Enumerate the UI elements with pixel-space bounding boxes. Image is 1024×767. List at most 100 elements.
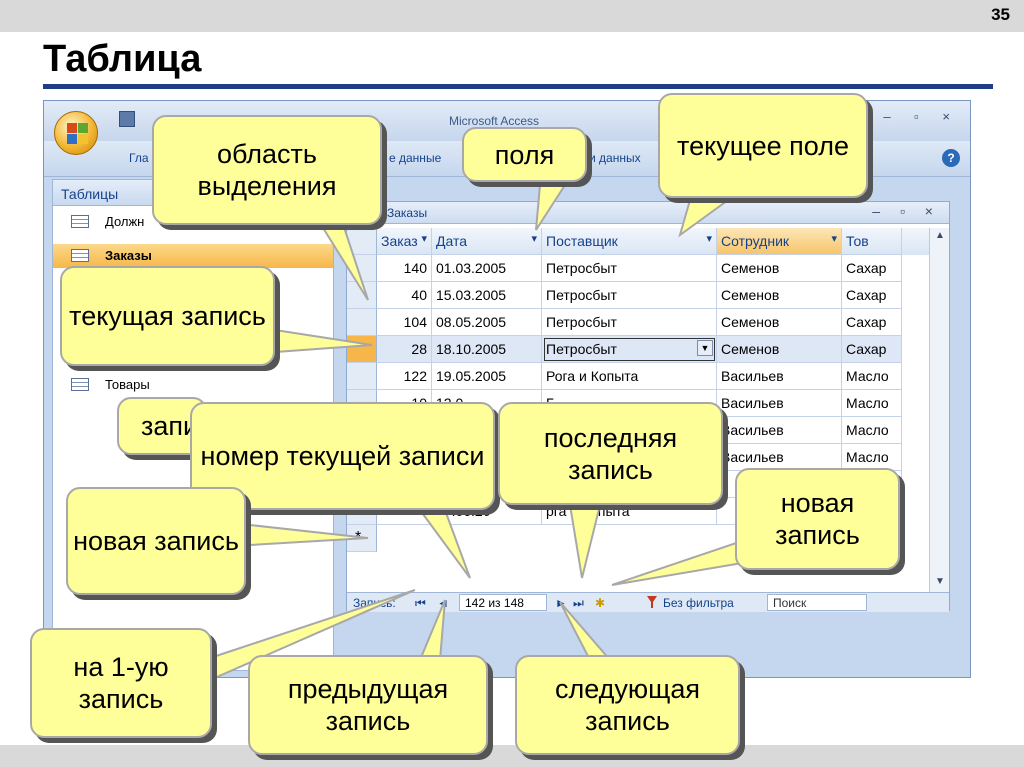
table-cell[interactable]: 104 — [377, 309, 432, 336]
window-title: Microsoft Access — [449, 114, 540, 128]
nav-item-label: Заказы — [105, 248, 152, 263]
table-cell[interactable]: Васильев — [717, 444, 842, 471]
table-cell[interactable]: 122 — [377, 363, 432, 390]
callout-previous-record: предыдущая запись — [248, 655, 488, 755]
scroll-up-icon[interactable]: ▲ — [935, 230, 945, 241]
nav-item-label: Товары — [105, 377, 150, 392]
table-cell[interactable]: 140 — [377, 255, 432, 282]
table-cell[interactable]: Семенов — [717, 255, 842, 282]
slide-title: Таблица — [43, 38, 202, 80]
previous-record-button[interactable]: ◄ — [437, 596, 449, 610]
new-record-button[interactable]: ✱ — [595, 596, 606, 610]
table-cell[interactable]: Васильев — [717, 363, 842, 390]
column-header[interactable]: Сотрудник▾ — [717, 228, 842, 255]
table-icon — [71, 249, 89, 262]
ribbon-tab-external-data[interactable]: е данные — [389, 151, 442, 165]
filter-toggle[interactable]: Без фильтра — [663, 596, 734, 610]
table-icon — [71, 378, 89, 391]
slide-bottom-bar — [0, 745, 1024, 767]
vertical-scrollbar[interactable]: ▲ ▼ — [929, 228, 949, 592]
chevron-down-icon[interactable]: ▾ — [706, 233, 712, 245]
table-cell[interactable]: Петросбыт — [542, 255, 717, 282]
table-cell[interactable]: Семенов — [717, 282, 842, 309]
table-cell[interactable]: Семенов — [717, 309, 842, 336]
column-header[interactable]: Тов — [842, 228, 902, 255]
ribbon-tab-database[interactable]: и данных — [589, 151, 641, 165]
save-icon[interactable] — [119, 111, 135, 127]
callout-first-record: на 1-ую запись — [30, 628, 212, 738]
table-icon — [71, 215, 89, 228]
table-cell[interactable]: Петросбыт — [542, 309, 717, 336]
callout-new-record-right: новая запись — [735, 468, 900, 570]
table-cell[interactable]: 28 — [377, 336, 432, 363]
column-header-label: Дата — [436, 233, 468, 249]
nav-item-orders[interactable]: Заказы — [53, 244, 333, 268]
table-cell[interactable]: 08.05.2005 — [432, 309, 542, 336]
next-record-button[interactable]: ► — [555, 596, 567, 610]
callout-new-record-left: новая запись — [66, 487, 246, 595]
window-controls[interactable]: – ▫ × — [883, 109, 960, 124]
new-record-marker: * — [355, 529, 362, 546]
table-cell[interactable]: 15.03.2005 — [432, 282, 542, 309]
table-cell[interactable]: Рога и Копыта — [542, 363, 717, 390]
chevron-down-icon[interactable]: ▾ — [531, 233, 537, 245]
last-record-button[interactable]: ⏭ — [573, 596, 584, 610]
nav-item-positions[interactable]: Должн — [53, 210, 333, 234]
column-header[interactable]: Заказ▾ — [377, 228, 432, 255]
filter-icon — [647, 596, 657, 608]
office-button-icon[interactable] — [54, 111, 98, 155]
table-cell[interactable]: Масло — [842, 390, 902, 417]
record-selector[interactable] — [347, 282, 377, 309]
record-selector[interactable] — [347, 309, 377, 336]
combo-dropdown-icon[interactable]: ▼ — [697, 340, 713, 356]
table-cell[interactable]: Масло — [842, 363, 902, 390]
chevron-down-icon[interactable]: ▾ — [421, 233, 427, 245]
table-cell[interactable]: Сахар — [842, 309, 902, 336]
table-cell[interactable]: Сахар — [842, 336, 902, 363]
column-header-label: Тов — [846, 233, 869, 249]
first-record-button[interactable]: ⏮ — [415, 596, 426, 610]
column-header[interactable]: Поставщик▾ — [542, 228, 717, 255]
search-input[interactable]: Поиск — [767, 594, 867, 611]
chevron-down-icon[interactable]: ▾ — [831, 233, 837, 245]
table-cell[interactable]: Сахар — [842, 282, 902, 309]
nav-item-goods[interactable]: Товары — [53, 373, 333, 397]
table-cell[interactable]: Сахар — [842, 255, 902, 282]
callout-next-record: следующая запись — [515, 655, 740, 755]
callout-current-field: текущее поле — [658, 93, 868, 198]
record-selector[interactable] — [347, 336, 377, 363]
datasheet-title: Заказы — [347, 202, 949, 224]
ribbon-tab-home[interactable]: Гла — [129, 151, 149, 165]
table-cell[interactable]: Васильев — [717, 390, 842, 417]
record-selector[interactable]: * — [347, 525, 377, 552]
nav-item-label: Должн — [105, 214, 145, 229]
current-field-cell[interactable]: Петросбыт — [542, 336, 717, 363]
record-navigation-bar: Запись: ⏮ ◄ 142 из 148 ► ⏭ ✱ Без фильтра… — [347, 592, 949, 612]
callout-selection-area: область выделения — [152, 115, 382, 225]
help-icon[interactable]: ? — [942, 149, 960, 167]
table-cell[interactable]: Петросбыт — [542, 282, 717, 309]
record-selector[interactable] — [347, 363, 377, 390]
table-cell[interactable]: Масло — [842, 417, 902, 444]
table-cell[interactable]: 19.05.2005 — [432, 363, 542, 390]
record-selector[interactable] — [347, 255, 377, 282]
title-rule — [43, 84, 993, 89]
table-cell[interactable]: 01.03.2005 — [432, 255, 542, 282]
table-cell[interactable]: Семенов — [717, 336, 842, 363]
scroll-down-icon[interactable]: ▼ — [935, 576, 945, 587]
datasheet-controls[interactable]: – ▫ × — [872, 203, 941, 219]
table-cell[interactable]: Васильев — [717, 417, 842, 444]
table-cell[interactable]: 40 — [377, 282, 432, 309]
table-cell[interactable]: Масло — [842, 444, 902, 471]
current-record-field[interactable]: 142 из 148 — [459, 594, 547, 611]
table-cell[interactable]: 18.10.2005 — [432, 336, 542, 363]
select-all-corner[interactable] — [347, 228, 377, 255]
page-number: 35 — [991, 5, 1010, 24]
record-label: Запись: — [353, 596, 396, 610]
column-header[interactable]: Дата ▾ — [432, 228, 542, 255]
